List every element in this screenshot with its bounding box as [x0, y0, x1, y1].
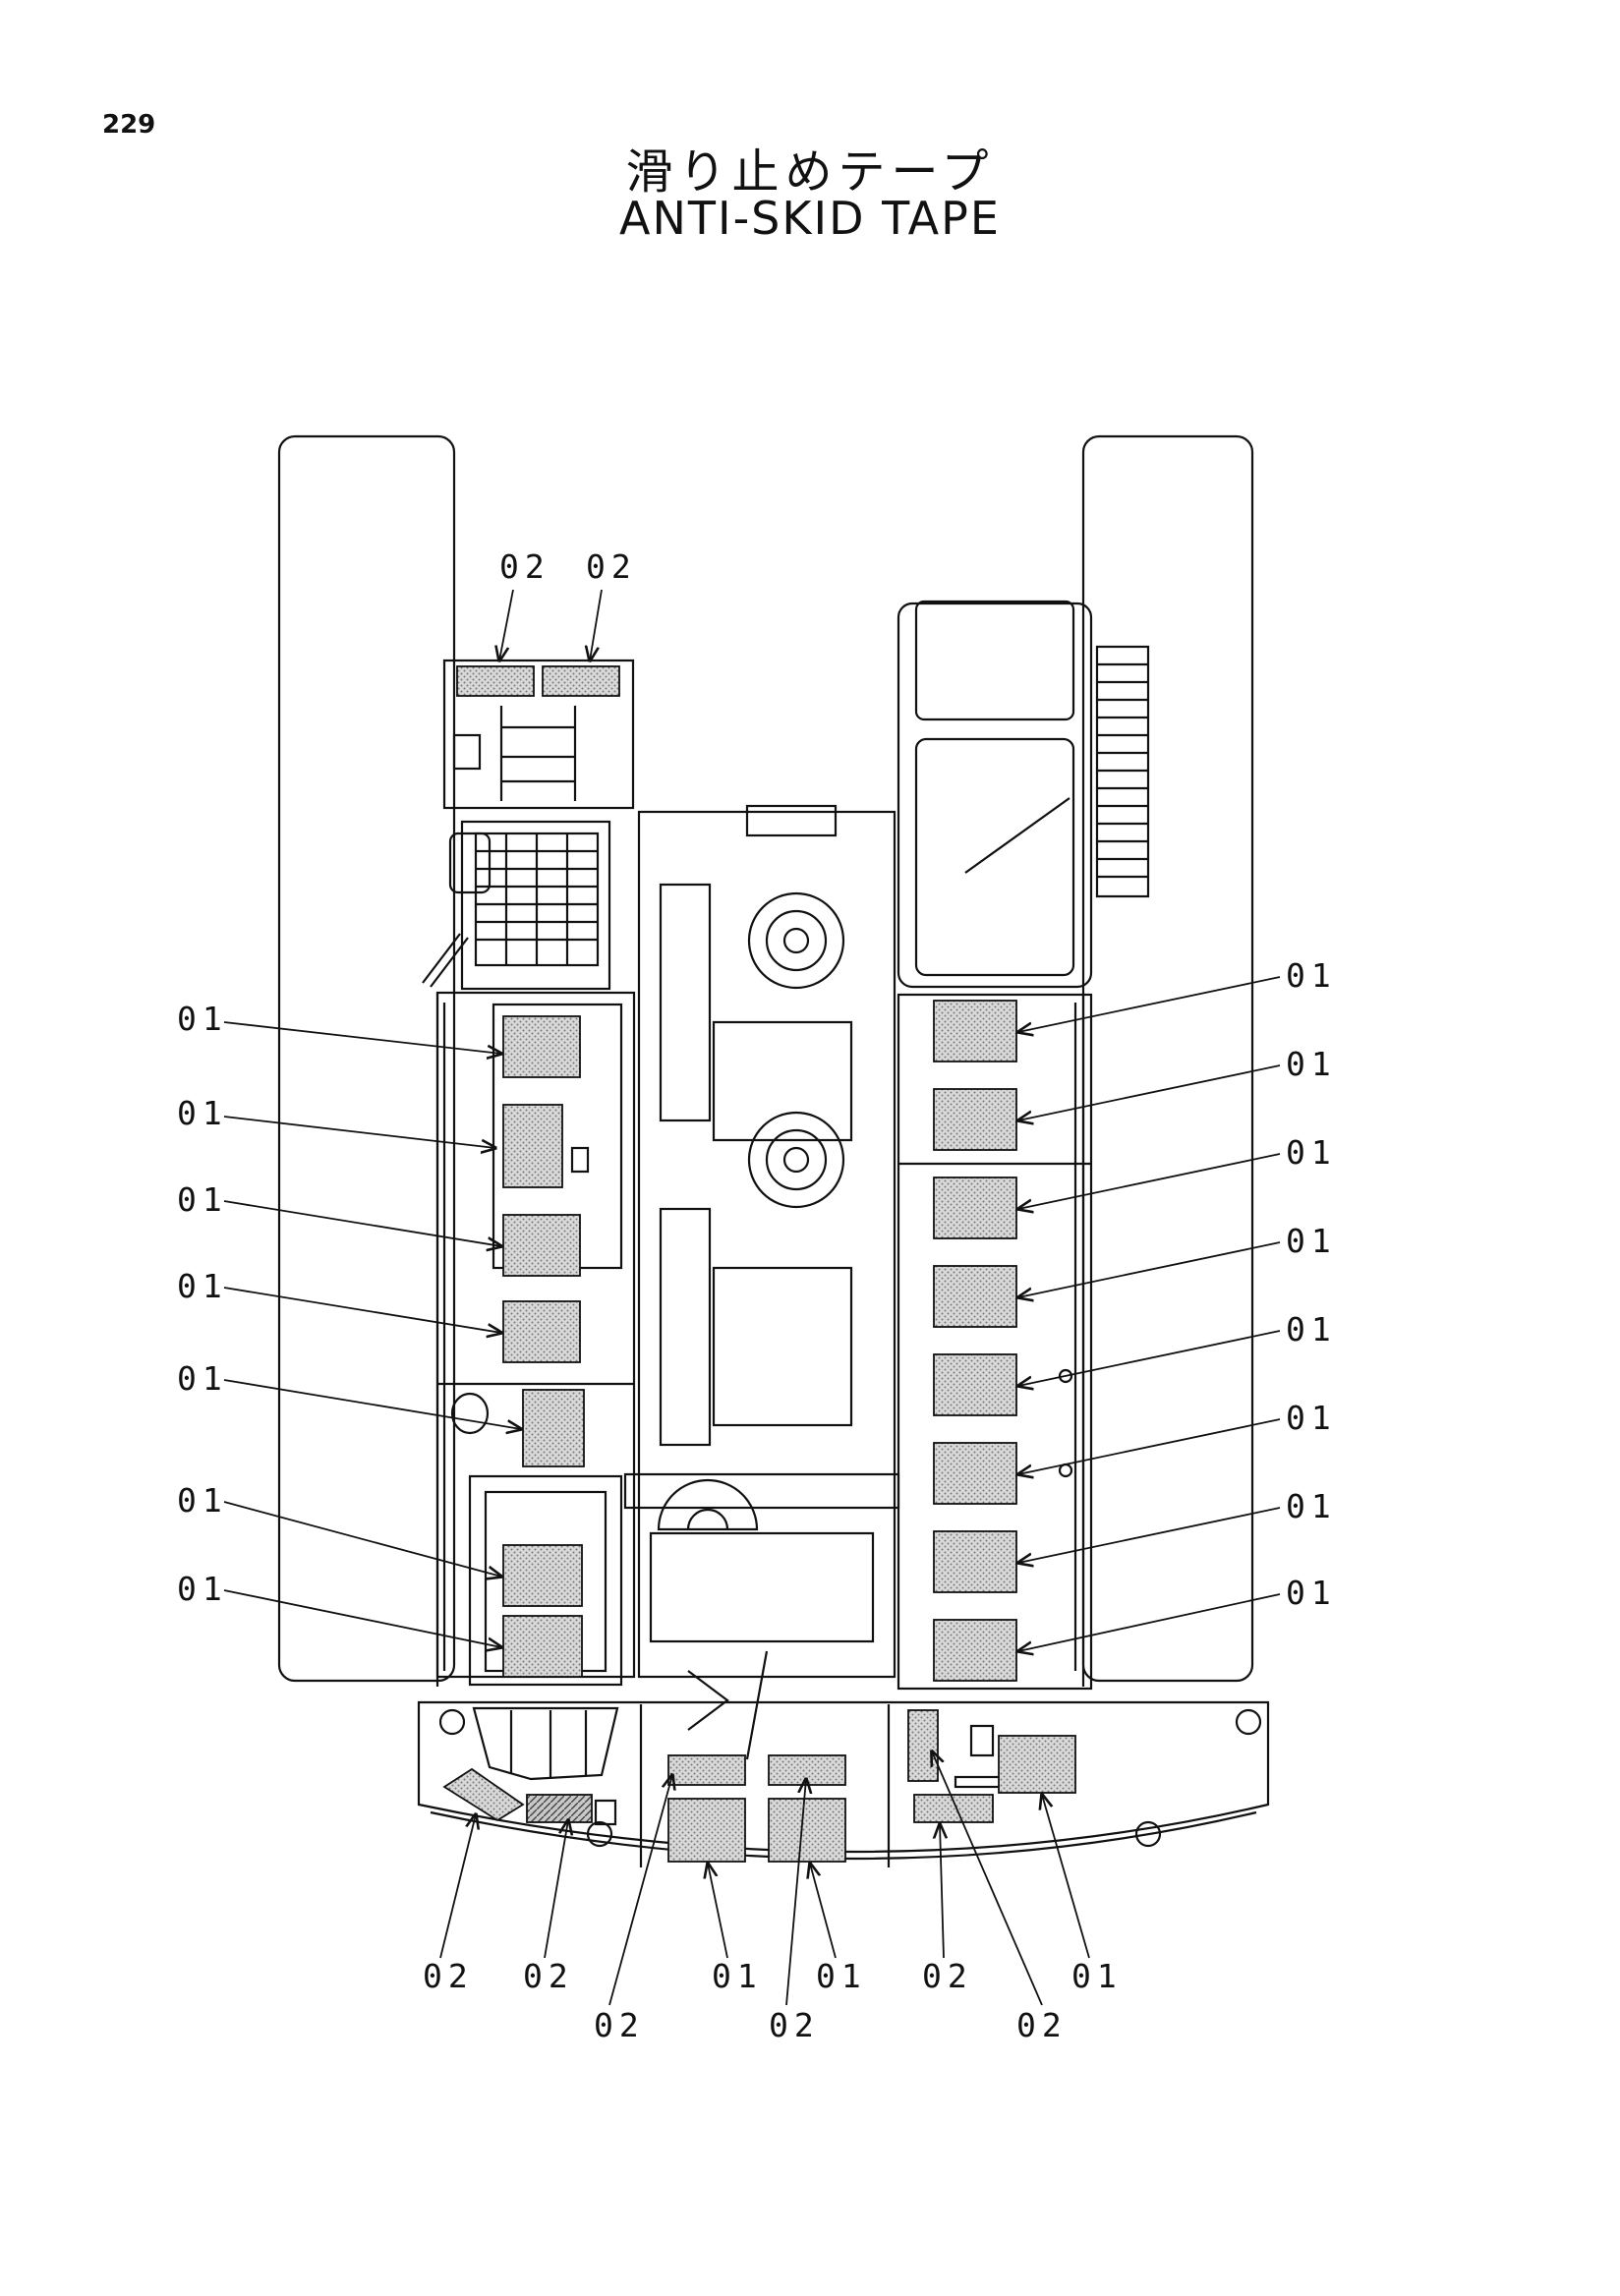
lower-winch-drum: [747, 1111, 845, 1209]
callout-label: 01: [1286, 1399, 1337, 1437]
tape-patch: [502, 1544, 583, 1607]
anti-skid-tape-patches: [442, 665, 1076, 1863]
callout-labels: 02 02 01 01 01 01 01 01 01 01 01 01 01 0…: [177, 547, 1337, 2044]
tape-patch: [502, 1615, 583, 1678]
operator-cab: [897, 602, 1093, 989]
callout-label: 02: [1016, 2006, 1068, 2044]
tape-patch: [933, 1530, 1017, 1593]
tape-patch: [502, 1214, 581, 1277]
upper-winch-drum: [747, 891, 845, 990]
tape-patch: [933, 1088, 1017, 1151]
tape-patch: [502, 1104, 563, 1188]
tape-patch: [933, 1000, 1017, 1062]
callout-label: 02: [586, 547, 637, 586]
tape-patch: [456, 665, 535, 697]
leader-lines: [223, 589, 1281, 2006]
callout-label: 02: [523, 1957, 574, 1995]
callout-label: 01: [177, 1359, 228, 1398]
rear-counterweight: [417, 1700, 1270, 1854]
callout-label: 02: [769, 2006, 820, 2044]
center-frame: [637, 810, 897, 1679]
callout-label: 01: [177, 1000, 228, 1038]
tape-patch: [667, 1798, 746, 1863]
tape-patch: [933, 1619, 1017, 1682]
tape-patch: [442, 1767, 525, 1822]
tape-patch: [502, 1015, 581, 1078]
callout-label: 01: [1286, 1222, 1337, 1260]
tape-patch: [933, 1353, 1017, 1416]
tape-patch: [907, 1709, 939, 1782]
tape-patch: [522, 1389, 585, 1467]
tape-patch: [998, 1735, 1076, 1794]
title-japanese: 滑り止めテープ: [625, 144, 995, 200]
left-crawler-track: [277, 434, 456, 1683]
right-crawler-track: [1081, 434, 1254, 1683]
callout-label: 01: [1286, 1310, 1337, 1349]
sheave: [657, 1478, 759, 1531]
callout-label: 01: [177, 1481, 228, 1520]
callout-label: 01: [712, 1957, 763, 1995]
page-number: 229: [102, 110, 156, 140]
callout-label: 01: [1286, 1045, 1337, 1083]
tape-patch: [768, 1798, 846, 1863]
tape-patch: [933, 1442, 1017, 1505]
callout-label: 01: [177, 1570, 228, 1608]
callout-label: 01: [177, 1094, 228, 1132]
tape-patch: [933, 1177, 1017, 1239]
tape-patch: [542, 665, 620, 697]
callout-label: 01: [1286, 1133, 1337, 1172]
title-english: ANTI-SKID TAPE: [619, 192, 1001, 245]
tape-patch: [526, 1794, 593, 1823]
tape-patch: [913, 1794, 994, 1823]
callout-label: 01: [1286, 1574, 1337, 1612]
left-front-panel: [442, 659, 635, 810]
callout-label: 01: [1286, 1487, 1337, 1525]
left-rear-cover: [468, 1474, 623, 1687]
callout-label: 02: [922, 1957, 973, 1995]
callout-label: 01: [816, 1957, 867, 1995]
tape-patch: [667, 1754, 746, 1786]
tape-patch: [502, 1300, 581, 1363]
callout-label: 01: [177, 1180, 228, 1219]
tape-patch: [933, 1265, 1017, 1328]
tape-patch: [768, 1754, 846, 1786]
left-radiator-frame: [460, 820, 611, 991]
callout-label: 02: [423, 1957, 474, 1995]
callout-label: 01: [177, 1267, 228, 1305]
callout-label: 02: [499, 547, 550, 586]
callout-label: 01: [1286, 956, 1337, 995]
right-deck-frame: [897, 993, 1093, 1691]
callout-label: 01: [1071, 1957, 1123, 1995]
callout-label: 02: [594, 2006, 645, 2044]
